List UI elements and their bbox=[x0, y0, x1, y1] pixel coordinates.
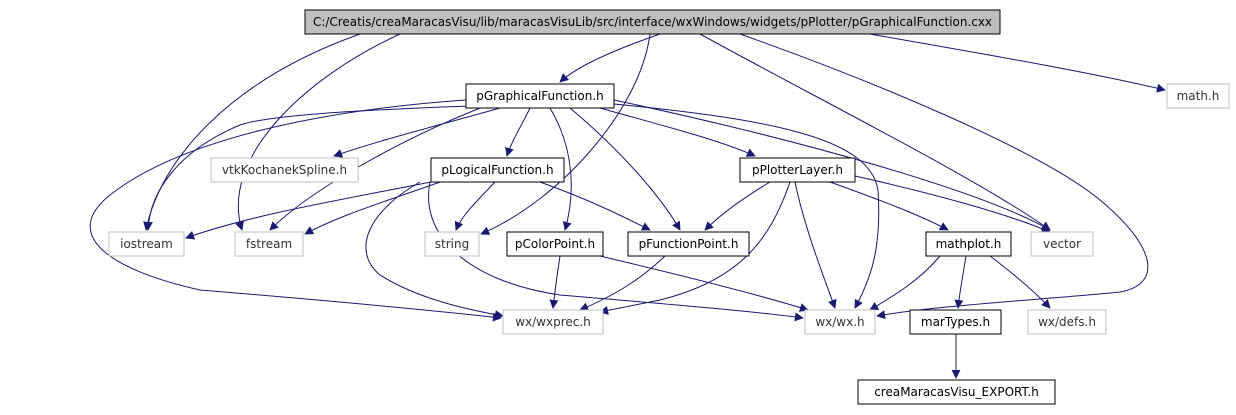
node-box-iostream bbox=[108, 231, 185, 257]
node-label-mathplot: mathplot.h bbox=[936, 237, 1002, 251]
node-box-pLogicalFunction bbox=[430, 157, 565, 183]
nodes: C:/Creatis/creaMaracasVisu/lib/maracasVi… bbox=[108, 9, 1230, 405]
edge-root-to-iostream bbox=[143, 33, 361, 231]
node-box-string bbox=[424, 231, 480, 257]
node-box-root bbox=[304, 9, 1001, 35]
node-vector: vector bbox=[1030, 231, 1094, 257]
edge-pFunctionPoint-to-wxprec bbox=[579, 255, 666, 311]
node-box-wxwx bbox=[804, 309, 876, 335]
edge-pGraphicalFunction-to-iostream bbox=[143, 105, 471, 231]
node-pLogicalFunction[interactable]: pLogicalFunction.h bbox=[430, 157, 565, 183]
node-label-wxprec: wx/wxprec.h bbox=[515, 315, 591, 329]
node-label-wxdefs: wx/defs.h bbox=[1038, 315, 1096, 329]
edge-pColorPoint-to-wxwx bbox=[599, 255, 809, 312]
edge-root-to-fstream bbox=[235, 33, 401, 231]
node-label-pFunctionPoint: pFunctionPoint.h bbox=[639, 237, 739, 251]
node-vtkKochanekSpline: vtkKochanekSpline.h bbox=[210, 157, 359, 183]
edge-pGraphicalFunction-to-pColorPoint bbox=[549, 107, 572, 231]
edge-pGraphicalFunction-to-pFunctionPoint bbox=[569, 107, 681, 231]
node-box-vector bbox=[1030, 231, 1094, 257]
node-pGraphicalFunction[interactable]: pGraphicalFunction.h bbox=[465, 83, 615, 109]
edge-root-to-wxwx bbox=[739, 33, 1149, 320]
node-export[interactable]: creaMaracasVisu_EXPORT.h bbox=[857, 379, 1056, 405]
edge-pGraphicalFunction-to-pLogicalFunction bbox=[505, 107, 531, 157]
node-pPlotterLayer[interactable]: pPlotterLayer.h bbox=[739, 157, 856, 183]
edge-pPlotterLayer-to-pFunctionPoint bbox=[704, 181, 771, 231]
edge-pPlotterLayer-to-wxprec bbox=[599, 181, 791, 315]
node-pFunctionPoint[interactable]: pFunctionPoint.h bbox=[627, 231, 750, 257]
node-label-pLogicalFunction: pLogicalFunction.h bbox=[441, 163, 553, 177]
edge-pGraphicalFunction-to-vector bbox=[613, 99, 1051, 231]
node-iostream: iostream bbox=[108, 231, 185, 257]
edge-root-to-vector bbox=[699, 33, 1051, 231]
node-label-root: C:/Creatis/creaMaracasVisu/lib/maracasVi… bbox=[313, 15, 992, 29]
edge-pLogicalFunction-to-wxwx bbox=[428, 181, 804, 322]
edge-pPlotterLayer-to-mathplot bbox=[829, 181, 949, 231]
node-label-vector: vector bbox=[1043, 237, 1081, 251]
node-label-pPlotterLayer: pPlotterLayer.h bbox=[752, 163, 843, 177]
node-box-mathplot bbox=[925, 231, 1012, 257]
node-box-marTypes bbox=[909, 309, 1002, 335]
edge-pPlotterLayer-to-vector bbox=[854, 175, 1051, 233]
edge-pLogicalFunction-to-pFunctionPoint bbox=[539, 181, 651, 231]
node-box-math bbox=[1166, 83, 1230, 109]
node-label-string: string bbox=[435, 237, 469, 251]
node-string: string bbox=[424, 231, 480, 257]
edge-pPlotterLayer-to-wxwx bbox=[794, 181, 837, 309]
node-wxdefs: wx/defs.h bbox=[1027, 309, 1107, 335]
node-marTypes[interactable]: marTypes.h bbox=[909, 309, 1002, 335]
node-box-pGraphicalFunction bbox=[465, 83, 615, 109]
node-root[interactable]: C:/Creatis/creaMaracasVisu/lib/maracasVi… bbox=[304, 9, 1001, 35]
edge-pGraphicalFunction-to-wxprec bbox=[89, 99, 502, 322]
edge-mathplot-to-wxdefs bbox=[989, 255, 1051, 309]
edge-mathplot-to-wxwx bbox=[869, 255, 941, 311]
edge-root-to-pGraphicalFunction bbox=[559, 33, 661, 83]
edge-pGraphicalFunction-to-wxwx bbox=[613, 103, 880, 309]
edge-mathplot-to-marTypes bbox=[954, 255, 967, 309]
node-pColorPoint[interactable]: pColorPoint.h bbox=[506, 231, 604, 257]
node-label-math: math.h bbox=[1177, 89, 1220, 103]
edge-pGraphicalFunction-to-vtkKochanekSpline bbox=[333, 107, 501, 158]
edge-pLogicalFunction-to-string bbox=[454, 181, 496, 231]
edge-root-to-math bbox=[869, 33, 1166, 93]
node-label-wxwx: wx/wx.h bbox=[815, 315, 864, 329]
edge-pColorPoint-to-wxprec bbox=[549, 255, 561, 309]
node-box-pFunctionPoint bbox=[627, 231, 750, 257]
edge-pLogicalFunction-to-iostream bbox=[185, 181, 432, 240]
node-label-pGraphicalFunction: pGraphicalFunction.h bbox=[476, 89, 604, 103]
node-box-fstream bbox=[234, 231, 304, 257]
node-label-pColorPoint: pColorPoint.h bbox=[515, 237, 595, 251]
node-label-marTypes: marTypes.h bbox=[921, 315, 990, 329]
node-label-vtkKochanekSpline: vtkKochanekSpline.h bbox=[222, 163, 347, 177]
edge-pGraphicalFunction-to-pPlotterLayer bbox=[599, 107, 756, 157]
node-label-fstream: fstream bbox=[246, 237, 292, 251]
edge-pLogicalFunction-to-fstream bbox=[304, 181, 441, 235]
node-wxwx: wx/wx.h bbox=[804, 309, 876, 335]
node-box-pColorPoint bbox=[506, 231, 604, 257]
edges bbox=[89, 33, 1166, 379]
node-fstream: fstream bbox=[234, 231, 304, 257]
node-box-export bbox=[857, 379, 1056, 405]
node-wxprec: wx/wxprec.h bbox=[502, 309, 604, 335]
node-mathplot[interactable]: mathplot.h bbox=[925, 231, 1012, 257]
node-box-wxprec bbox=[502, 309, 604, 335]
node-label-export: creaMaracasVisu_EXPORT.h bbox=[874, 385, 1039, 399]
node-math: math.h bbox=[1166, 83, 1230, 109]
node-box-pPlotterLayer bbox=[739, 157, 856, 183]
node-label-iostream: iostream bbox=[120, 237, 173, 251]
edge-root-to-string bbox=[480, 33, 651, 235]
edge-pLogicalFunction-to-wxprec bbox=[365, 181, 504, 319]
node-box-vtkKochanekSpline bbox=[210, 157, 359, 183]
edge-pGraphicalFunction-to-fstream bbox=[269, 107, 481, 231]
node-box-wxdefs bbox=[1027, 309, 1107, 335]
